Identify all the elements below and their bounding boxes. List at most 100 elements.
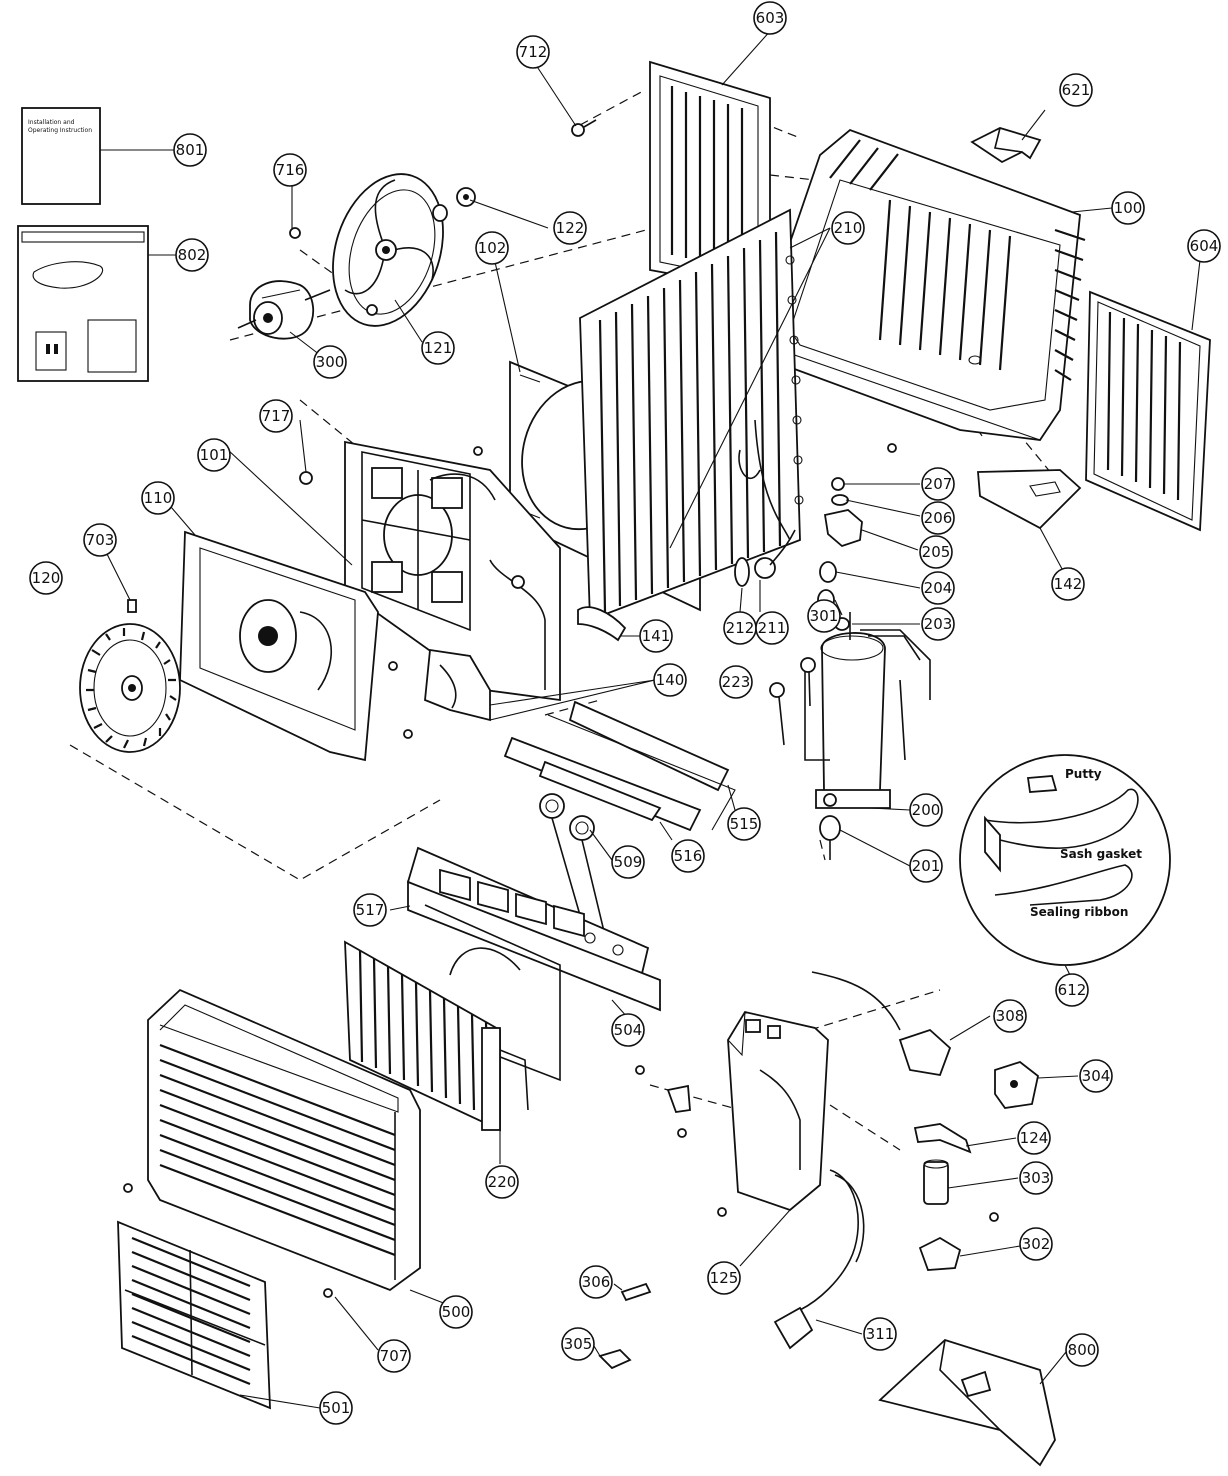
svg-text:200: 200 [912, 801, 941, 819]
callout-300: 300 [313, 345, 347, 379]
callout-301: 301 [807, 599, 841, 633]
callout-707: 707 [377, 1339, 411, 1373]
manual-booklet: Installation and Operating Instruction [21, 107, 101, 205]
svg-text:703: 703 [86, 531, 115, 549]
fan-motor [237, 280, 331, 340]
small-hardware [598, 1084, 691, 1370]
svg-text:304: 304 [1082, 1067, 1111, 1085]
callout-517: 517 [353, 893, 387, 927]
callout-124: 124 [1017, 1121, 1051, 1155]
partition-panel [344, 440, 561, 702]
right-side-curtain [1085, 290, 1211, 532]
callout-205: 205 [919, 535, 953, 569]
nut-and-washer [432, 187, 476, 222]
overload-protector [918, 1236, 962, 1271]
callout-220: 220 [485, 1165, 519, 1199]
svg-text:621: 621 [1062, 81, 1091, 99]
accessory-kit: Putty Sash gasket Sealing ribbon [959, 754, 1171, 966]
callout-302: 302 [1019, 1227, 1053, 1261]
sash-gasket-label: Sash gasket [1060, 847, 1142, 861]
svg-text:206: 206 [924, 509, 953, 527]
sealing-ribbon-label: Sealing ribbon [1030, 905, 1128, 919]
callout-102: 102 [475, 231, 509, 265]
cabinet [759, 128, 1086, 441]
callout-303: 303 [1019, 1161, 1053, 1195]
manual-title-line1: Installation and [28, 119, 75, 126]
svg-text:504: 504 [614, 1021, 643, 1039]
svg-text:204: 204 [924, 579, 953, 597]
svg-text:205: 205 [922, 543, 951, 561]
top-bracket [970, 127, 1042, 164]
callout-500: 500 [439, 1295, 473, 1329]
callout-306: 306 [579, 1265, 613, 1299]
svg-text:141: 141 [642, 627, 671, 645]
callout-200: 200 [909, 793, 943, 827]
callout-210: 210 [831, 211, 865, 245]
svg-text:100: 100 [1114, 199, 1143, 217]
callout-207: 207 [921, 467, 955, 501]
svg-text:802: 802 [178, 246, 207, 264]
callout-703: 703 [83, 523, 117, 557]
callout-802: 802 [175, 238, 209, 272]
callout-201: 201 [909, 849, 943, 883]
svg-text:707: 707 [380, 1347, 409, 1365]
callout-140: 140 [653, 663, 687, 697]
callout-206: 206 [921, 501, 955, 535]
capillary-tube [734, 529, 796, 587]
svg-text:603: 603 [756, 9, 785, 27]
callout-203: 203 [921, 607, 955, 641]
callout-717: 717 [259, 399, 293, 433]
svg-text:712: 712 [519, 43, 548, 61]
callout-712: 712 [516, 35, 550, 69]
manual-title-line2: Operating Instruction [28, 127, 92, 134]
svg-text:122: 122 [556, 219, 585, 237]
svg-text:305: 305 [564, 1335, 593, 1353]
svg-text:517: 517 [356, 901, 385, 919]
svg-text:500: 500 [442, 1303, 471, 1321]
blower-wheel [79, 623, 181, 753]
svg-text:604: 604 [1190, 237, 1219, 255]
callout-515: 515 [727, 807, 761, 841]
callout-504: 504 [611, 1013, 645, 1047]
callout-801: 801 [173, 133, 207, 167]
front-grille [147, 988, 421, 1292]
top-cover [878, 1338, 1056, 1467]
relay-block [994, 1060, 1039, 1109]
callout-212: 212 [723, 611, 757, 645]
svg-text:306: 306 [582, 1273, 611, 1291]
callout-121: 121 [421, 331, 455, 365]
callout-122: 122 [553, 211, 587, 245]
compressor [804, 612, 931, 809]
svg-text:717: 717 [262, 407, 291, 425]
capacitor-clamp [913, 1123, 972, 1154]
svg-text:300: 300 [316, 353, 345, 371]
heater-rails [503, 700, 736, 832]
callout-800: 800 [1065, 1333, 1099, 1367]
svg-text:210: 210 [834, 219, 863, 237]
svg-text:120: 120 [32, 569, 61, 587]
power-cord [773, 1169, 865, 1350]
callout-308: 308 [993, 999, 1027, 1033]
callout-101: 101 [197, 438, 231, 472]
air-louver-frame [406, 846, 661, 1082]
callout-100: 100 [1111, 191, 1145, 225]
svg-text:140: 140 [656, 671, 685, 689]
callout-211: 211 [755, 611, 789, 645]
callout-716: 716 [273, 153, 307, 187]
svg-text:121: 121 [424, 339, 453, 357]
callout-621: 621 [1059, 73, 1093, 107]
svg-text:303: 303 [1022, 1169, 1051, 1187]
svg-text:203: 203 [924, 615, 953, 633]
svg-text:220: 220 [488, 1173, 517, 1191]
callout-142: 142 [1051, 567, 1085, 601]
callouts: 801 802 716 122 121 300 712 603 621 100 … [29, 1, 1221, 1425]
run-capacitor [923, 1159, 949, 1205]
condenser-fan-blade [332, 173, 444, 327]
selector-switch [811, 971, 952, 1077]
svg-text:509: 509 [614, 853, 643, 871]
condenser-coil [579, 208, 804, 622]
blower-scroll [179, 530, 379, 762]
svg-text:125: 125 [710, 1269, 739, 1287]
callout-612: 612 [1055, 973, 1089, 1007]
